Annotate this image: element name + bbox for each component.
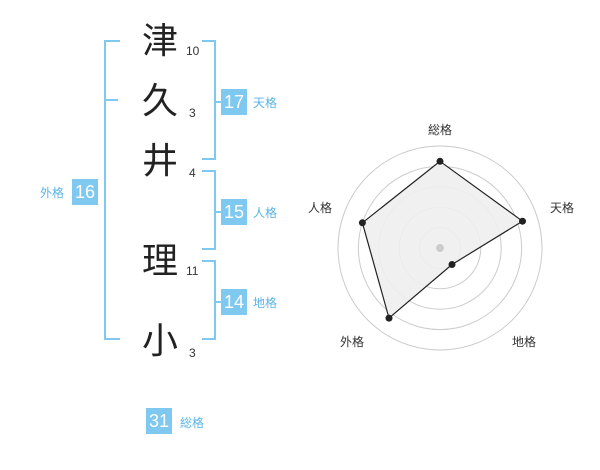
jinkaku-connector: [215, 211, 221, 213]
chikaku-value-badge: 14: [221, 289, 248, 315]
gaikaku-bracket: [104, 40, 120, 340]
chikaku-bracket: [202, 260, 216, 340]
radar-point: [448, 261, 456, 268]
radar-center-dot: [436, 244, 444, 252]
stroke-count-4: 11: [186, 264, 199, 278]
chikaku-label: 地格: [253, 296, 278, 310]
gaikaku-bracket-tick: [104, 99, 118, 101]
tenkaku-bracket: [202, 40, 216, 160]
stroke-count-2: 3: [189, 106, 196, 120]
axis-label-soukaku: 総格: [428, 122, 452, 137]
gaikaku-value-badge: 16: [72, 179, 99, 205]
name-char-1: 津: [141, 21, 178, 62]
radar-point: [436, 157, 444, 165]
name-char-2: 久: [141, 81, 178, 122]
jinkaku-label: 人格: [253, 206, 278, 220]
axis-label-chikaku: 地格: [512, 334, 536, 349]
soukaku-value-badge: 31: [146, 408, 173, 434]
jinkaku-bracket: [202, 170, 216, 250]
soukaku-label: 総格: [180, 416, 205, 430]
axis-label-gaikaku: 外格: [340, 334, 364, 349]
stroke-count-1: 10: [186, 44, 200, 58]
tenkaku-label: 天格: [253, 96, 278, 110]
jinkaku-value-badge: 15: [221, 199, 248, 225]
radar-point: [358, 219, 366, 227]
stroke-count-5: 3: [189, 346, 196, 360]
radar-point: [385, 314, 393, 322]
name-char-3: 井: [141, 141, 178, 182]
gaikaku-label: 外格: [40, 186, 65, 200]
radar-point: [519, 217, 526, 225]
radar-area: [361, 160, 524, 320]
radar-ring: [337, 145, 543, 351]
axis-label-jinkaku: 人格: [308, 200, 332, 215]
chikaku-connector: [215, 301, 221, 303]
tenkaku-connector: [215, 101, 221, 103]
name-char-5: 小: [141, 321, 178, 362]
axis-label-tenkaku: 天格: [550, 200, 574, 215]
radar-points: [358, 157, 526, 322]
stroke-count-3: 4: [189, 166, 196, 180]
tenkaku-value-badge: 17: [221, 89, 248, 115]
name-char-4: 理: [141, 241, 178, 282]
